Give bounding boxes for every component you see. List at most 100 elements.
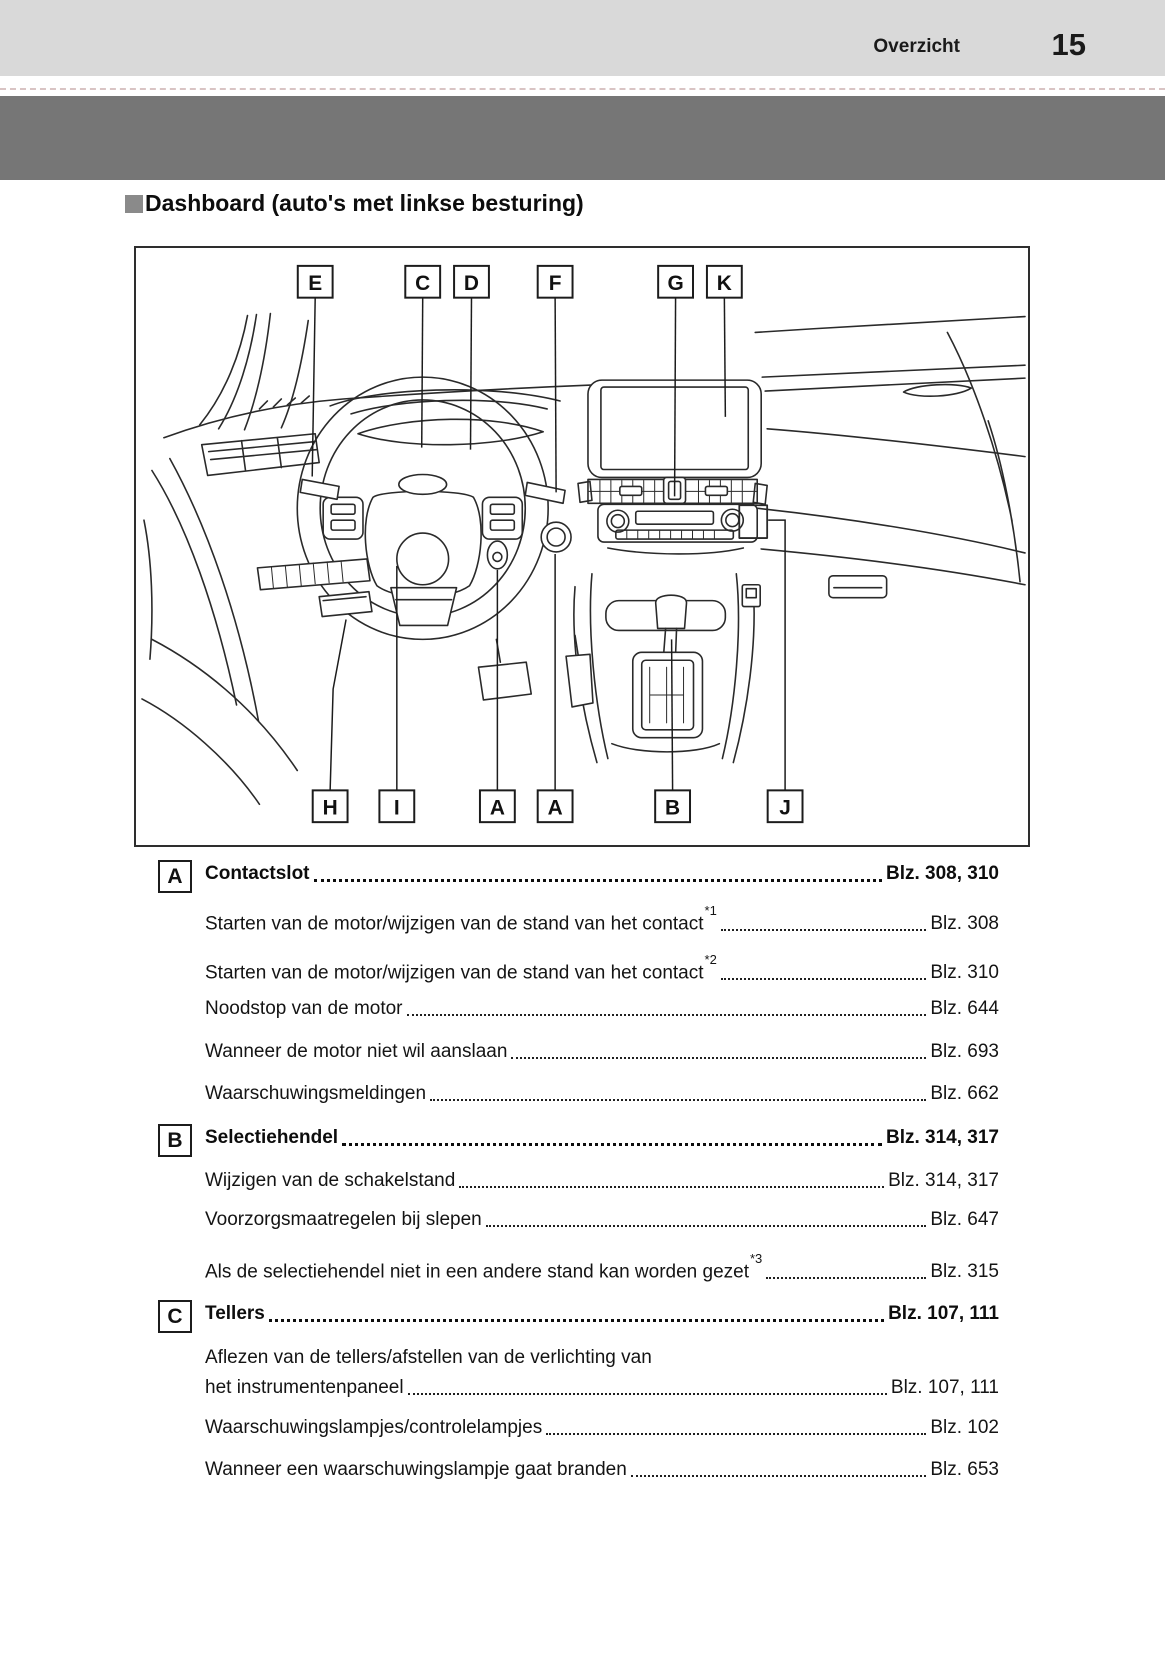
callout-letter-H: H — [323, 797, 338, 820]
dot-leader — [459, 1186, 885, 1188]
callout-box-F — [536, 264, 574, 299]
callout-box-C — [404, 264, 442, 299]
callout-box-A — [536, 789, 574, 824]
toc-section-title: Selectiehendel — [205, 1127, 339, 1148]
toc-item-line1: Aflezen van de tellers/afstellen van de … — [205, 1347, 652, 1368]
toc-item-row: Wijzigen van de schakelstand Blz. 314, 31… — [205, 1169, 999, 1193]
toc-item-line2: het instrumentenpaneel Blz. 107, 111 — [205, 1373, 999, 1403]
toc-item-row: Waarschuwingsmeldingen Blz. 662 — [205, 1082, 999, 1106]
toc-item-text: Wijzigen van de schakelstand — [205, 1170, 456, 1191]
callout-box-K — [705, 264, 743, 299]
toc-item-pages: Blz. 662 — [930, 1083, 999, 1104]
callout-letter-F: F — [549, 272, 562, 295]
callout-letter-A: A — [548, 797, 563, 820]
toc-item-row: Waarschuwingslampjes/controlelampjes Blz.… — [205, 1416, 999, 1440]
dot-leader — [720, 978, 927, 981]
toc-section-title: Contactslot — [205, 863, 310, 884]
callout-line-C — [420, 297, 424, 448]
footnote-marker: *2 — [704, 952, 717, 967]
toc-item-text: Starten van de motor/wijzigen van de sta… — [205, 952, 717, 984]
callout-box-H — [311, 789, 349, 824]
dashboard-art — [141, 312, 1026, 806]
toc-item-pages: Blz. 647 — [930, 1209, 999, 1230]
toc-letter-box-C: C — [158, 1300, 192, 1333]
dot-leader — [342, 1143, 882, 1146]
toc-item-row: Noodstop van de motor Blz. 644 — [205, 997, 999, 1021]
toc-section-title-row: Selectiehendel Blz. 314, 317 — [205, 1126, 999, 1150]
toc-item-text: Waarschuwingslampjes/controlelampjes — [205, 1417, 543, 1438]
callout-line-G — [673, 297, 677, 497]
section-heading-text: Dashboard (auto's met linkse besturing) — [145, 190, 584, 216]
callout-box-G — [657, 264, 694, 299]
callout-line-J — [768, 519, 786, 791]
callout-box-D — [453, 264, 490, 299]
toc-item-row: Starten van de motor/wijzigen van de sta… — [205, 952, 999, 985]
toc-item-text: Waarschuwingsmeldingen — [205, 1083, 427, 1104]
toc-item-text: het instrumentenpaneel — [205, 1377, 404, 1398]
toc-section-pages: Blz. 107, 111 — [888, 1303, 999, 1324]
callout-box-B — [654, 789, 692, 824]
callout-line-B — [670, 639, 674, 791]
toc-item-row: Starten van de motor/wijzigen van de sta… — [205, 903, 999, 936]
callout-letter-I: I — [394, 797, 400, 820]
callout-letter-D: D — [464, 272, 479, 295]
heading-square-bullet — [125, 194, 143, 213]
callout-line-K — [723, 297, 727, 417]
callout-line-D — [469, 297, 473, 450]
toc-item-pages: Blz. 102 — [930, 1417, 999, 1438]
chapter-gray-band — [0, 96, 1165, 180]
footnote-marker: *3 — [750, 1251, 763, 1266]
callout-letter-A: A — [490, 797, 505, 820]
toc-section-pages: Blz. 314, 317 — [885, 1127, 999, 1148]
toc-section-title-row: Tellers Blz. 107, 111 — [205, 1302, 999, 1326]
dot-leader — [485, 1225, 927, 1227]
callout-letter-G: G — [667, 272, 683, 295]
toc-item-text: Wanneer een waarschuwingslampje gaat bra… — [205, 1459, 627, 1480]
dot-leader — [766, 1277, 927, 1280]
page-header-band: Overzicht 15 — [0, 0, 1165, 76]
toc-item-row: Als de selectiehendel niet in een andere… — [205, 1251, 999, 1284]
section-heading: Dashboard (auto's met linkse besturing) — [125, 190, 584, 217]
footnote-marker: *1 — [704, 903, 717, 918]
toc-item-pages: Blz. 644 — [930, 998, 999, 1019]
toc-letter-box-B: B — [158, 1124, 192, 1157]
toc-item-pages: Blz. 315 — [930, 1261, 999, 1283]
dot-leader — [313, 879, 882, 882]
callout-letter-E: E — [308, 272, 322, 295]
toc-item-pages: Blz. 107, 111 — [890, 1377, 999, 1398]
toc-item-pages: Blz. 693 — [930, 1041, 999, 1062]
red-dashed-rule — [0, 88, 1165, 90]
toc-section-pages: Blz. 308, 310 — [885, 863, 999, 884]
toc-item-pages: Blz. 314, 317 — [888, 1170, 999, 1191]
header-page-number: 15 — [1051, 27, 1086, 62]
dot-leader — [406, 1014, 927, 1016]
toc-section-title-row: Contactslot Blz. 308, 310 — [205, 862, 999, 886]
callout-letter-K: K — [717, 272, 732, 295]
toc-item-text: Noodstop van de motor — [205, 998, 403, 1019]
toc-item-text: Voorzorgsmaatregelen bij slepen — [205, 1209, 482, 1230]
dot-leader — [630, 1475, 927, 1477]
toc-item-pages: Blz. 653 — [930, 1459, 999, 1480]
callout-line-H — [329, 619, 347, 791]
callout-box-I — [378, 789, 416, 824]
dot-leader — [430, 1099, 927, 1101]
toc-item-pages: Blz. 310 — [930, 962, 999, 984]
callout-letter-C: C — [415, 272, 430, 295]
header-section-label: Overzicht — [873, 36, 960, 57]
toc-item-text: Starten van de motor/wijzigen van de sta… — [205, 903, 717, 935]
callout-line-F — [554, 297, 557, 493]
toc-section-title: Tellers — [205, 1303, 265, 1324]
toc-item-text: Als de selectiehendel niet in een andere… — [205, 1251, 763, 1283]
dot-leader — [407, 1393, 887, 1395]
callout-letter-J: J — [779, 797, 791, 820]
toc-item-row: Wanneer een waarschuwingslampje gaat bra… — [205, 1458, 999, 1482]
dot-leader — [720, 929, 927, 932]
callout-line-E — [311, 297, 316, 477]
dot-leader — [546, 1433, 927, 1435]
toc-item-row: Aflezen van de tellers/afstellen van de … — [205, 1343, 999, 1403]
toc-letter-box-A: A — [158, 860, 192, 893]
